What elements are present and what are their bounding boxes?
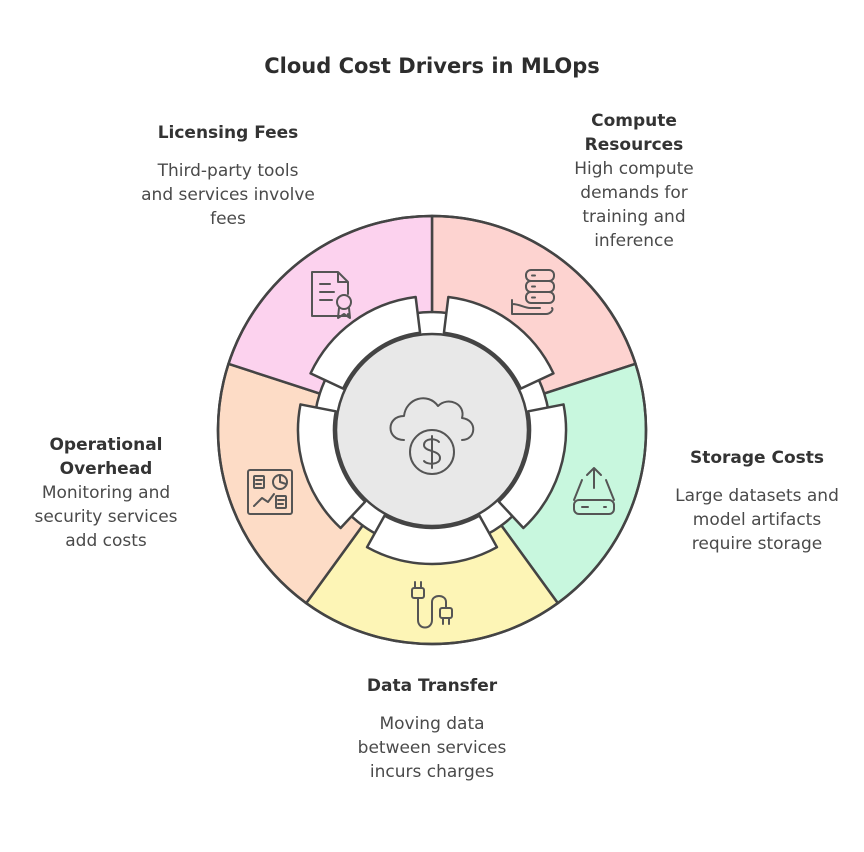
transfer-title: Data Transfer [366,676,498,696]
label-overhead: Operational Overhead Monitoring and secu… [20,433,192,553]
inner-segment-storage [497,403,568,530]
licensing-title: Licensing Fees [157,123,299,143]
page-title: Cloud Cost Drivers in MLOps [264,54,600,78]
usb-cable-icon [411,581,453,629]
dashboard-icon [247,469,293,515]
inner-segment-licensing [309,295,422,390]
compute-title: Compute Resources [584,111,684,155]
inner-segment-transfer [365,514,499,566]
storage-description: Large datasets and model artifacts requi… [675,486,839,554]
storage-title: Storage Costs [689,448,825,468]
overhead-description: Monitoring and security services add cos… [34,483,178,551]
outer-ring-outline [216,214,648,646]
label-compute: Compute Resources High compute demands f… [552,109,716,253]
ring-segments [216,214,648,646]
inner-segment-compute [442,295,555,390]
inner-ring-segments [296,295,568,566]
transfer-description: Moving data between services incurs char… [357,714,507,782]
certificate-document-icon [311,271,352,319]
cloud-dollar-icon [389,397,475,475]
label-transfer: Data Transfer Moving data between servic… [336,674,528,784]
upload-drive-icon [573,467,615,515]
overhead-title: Operational Overhead [49,435,163,479]
label-licensing: Licensing Fees Third-party tools and ser… [140,121,316,231]
label-storage: Storage Costs Large datasets and model a… [670,446,844,556]
server-stack-icon [511,269,555,315]
inner-segment-overhead [296,403,367,530]
compute-description: High compute demands for training and in… [574,159,694,251]
licensing-description: Third-party tools and services involve f… [141,161,315,229]
